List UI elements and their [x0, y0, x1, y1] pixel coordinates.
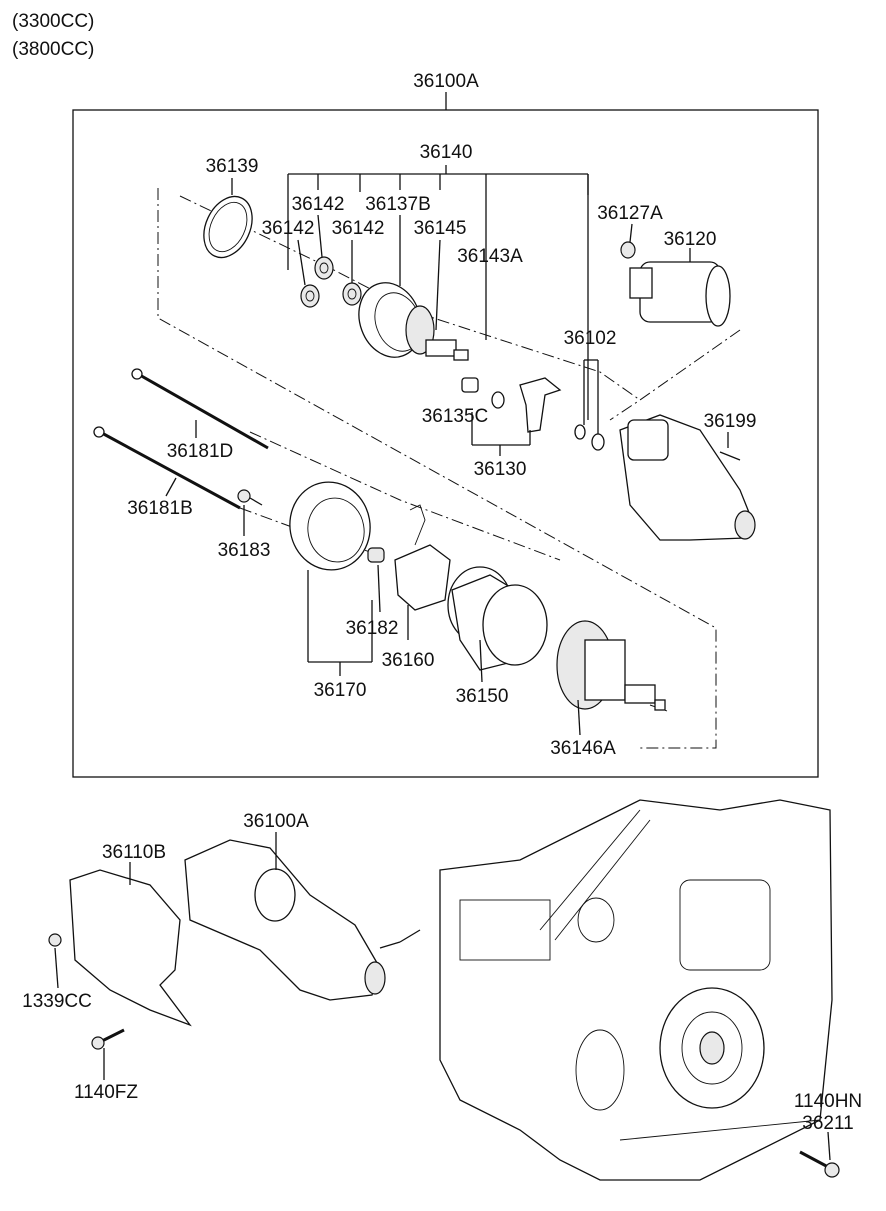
part-36120-solenoid: [620, 223, 731, 327]
part-36100A-starter-assembly: [184, 832, 421, 1001]
part-36170-rear-bracket: [289, 481, 373, 676]
part-front-housing: [619, 414, 756, 541]
label-36100A-bottom: 36100A: [243, 811, 309, 832]
label-1140HN: 1140HN: [794, 1091, 862, 1112]
part-36183-screw: [237, 489, 263, 536]
label-36199: 36199: [704, 411, 757, 432]
part-36102-washers: [574, 359, 605, 451]
label-36139: 36139: [206, 156, 259, 177]
label-36143A: 36143A: [457, 246, 523, 267]
label-36142-c: 36142: [332, 218, 385, 239]
label-36140: 36140: [420, 142, 473, 163]
part-36135C-lever-parts: [461, 377, 562, 456]
label-36142-b: 36142: [262, 218, 315, 239]
label-36137B: 36137B: [365, 194, 431, 215]
label-36181D: 36181D: [167, 441, 234, 462]
label-36211: 36211: [802, 1113, 853, 1134]
label-1140FZ: 1140FZ: [74, 1082, 138, 1103]
part-1140HN-bolt: [799, 1131, 840, 1178]
part-engine-block: [439, 799, 833, 1181]
label-36102: 36102: [564, 328, 617, 349]
part-36182-bushing: [367, 547, 385, 613]
part-36139-seal-ring: [203, 178, 253, 259]
label-36182: 36182: [346, 618, 399, 639]
label-36100A-top: 36100A: [413, 71, 479, 92]
label-36120: 36120: [664, 229, 717, 250]
leader-36140-bracket: [287, 165, 589, 420]
label-36130: 36130: [474, 459, 527, 480]
label-36160: 36160: [382, 650, 435, 671]
label-36170: 36170: [314, 680, 367, 701]
engine-option-3300cc: (3300CC): [12, 11, 95, 32]
label-36181B: 36181B: [127, 498, 193, 519]
part-36160-brush-holder: [394, 504, 451, 640]
part-36142-gears: [297, 214, 362, 308]
part-36110B-heat-shield: [69, 862, 192, 1027]
part-36150-yoke: [447, 566, 548, 683]
label-36142-a: 36142: [292, 194, 345, 215]
part-36137B-gear-housing: [358, 215, 469, 361]
part-36146A-armature: [556, 620, 666, 736]
label-36150: 36150: [456, 686, 509, 707]
label-36110B: 36110B: [102, 842, 166, 863]
label-36183: 36183: [218, 540, 271, 561]
part-1140FZ-bolt: [91, 1028, 125, 1080]
part-1339CC-nut: [48, 933, 62, 989]
label-36127A: 36127A: [597, 203, 663, 224]
label-36146A: 36146A: [550, 738, 616, 759]
label-36135C: 36135C: [422, 406, 489, 427]
engine-option-3800cc: (3800CC): [12, 39, 95, 60]
label-1339CC: 1339CC: [22, 991, 92, 1012]
label-36145: 36145: [414, 218, 467, 239]
part-36181-through-bolts: [93, 368, 269, 510]
